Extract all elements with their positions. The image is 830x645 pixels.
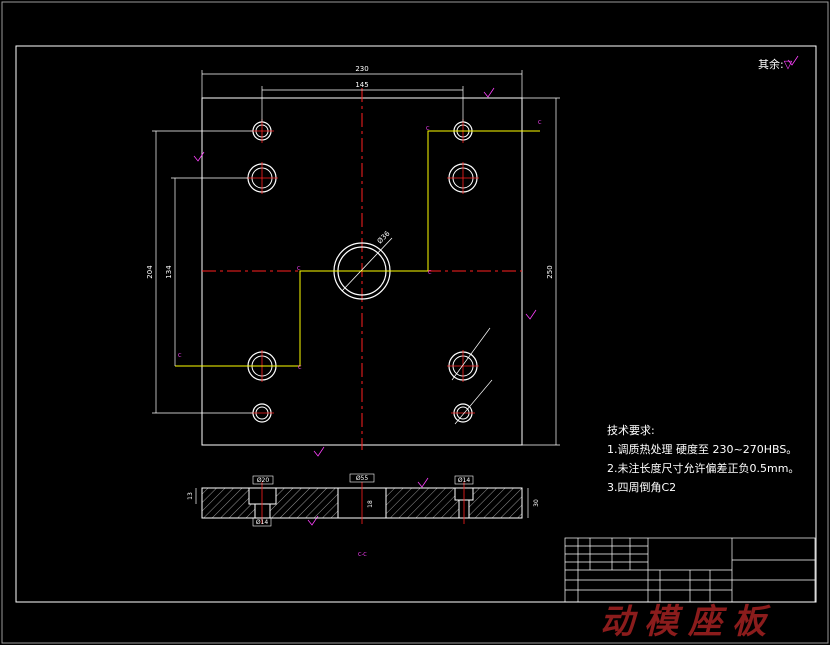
dimension-lines (152, 70, 560, 446)
dim-top-overall: 230 (355, 65, 368, 73)
sec-dim-right: Ø14 (458, 477, 471, 484)
tech-requirement-2: 2.未注长度尺寸允许偏差正负0.5mm。 (607, 462, 800, 475)
bolt-hole-bottom-left (250, 403, 274, 423)
dim-right-overall: 250 (546, 265, 554, 278)
svg-text:C: C (428, 270, 432, 276)
svg-text:C: C (178, 353, 182, 359)
sec-dim-left-bottom: Ø14 (256, 519, 269, 526)
dim-top-holes: 145 (355, 81, 368, 89)
bolt-hole-top-left (250, 119, 274, 143)
counterbore-hole-upper-left (246, 162, 278, 194)
counterbore-hole-lower-right (447, 350, 479, 382)
sheet-frame-border (15, 45, 817, 603)
sec-dim-center: Ø55 (356, 475, 369, 482)
dim-left-inner: 134 (165, 265, 173, 279)
tech-requirement-3: 3.四周倒角C2 (607, 481, 677, 494)
dim-left-outer: 204 (146, 265, 154, 279)
svg-text:C: C (297, 266, 301, 272)
section-view (195, 473, 529, 527)
tech-requirements-title: 技术要求: (607, 424, 655, 437)
svg-text:C-C: C-C (358, 552, 367, 558)
title-block (564, 537, 816, 603)
bolt-hole-bottom-right (451, 403, 475, 423)
svg-text:C: C (426, 126, 430, 132)
roughness-symbols (193, 55, 799, 526)
svg-text:C: C (298, 365, 302, 371)
tech-requirement-1: 1.调质热处理 硬度至 230~270HBS。 (607, 443, 798, 456)
roughness-note: 其余:▽ (758, 56, 792, 72)
roughness-label: 其余: (758, 58, 784, 71)
sec-dim-depth: 18 (367, 500, 374, 508)
sec-dim-thick-left: 13 (187, 492, 194, 500)
sec-dim-thick-right: 30 (533, 499, 540, 507)
section-cut-line (175, 130, 540, 367)
watermark-title: 动模座板 (600, 602, 776, 642)
roughness-icon: ▽ (783, 58, 793, 71)
sec-dim-left: Ø20 (257, 477, 270, 484)
counterbore-hole-upper-right (447, 162, 479, 194)
section-markers: C C C C C C C-C (178, 120, 542, 558)
center-dia-label: Ø36 (376, 229, 392, 245)
svg-text:C: C (538, 120, 542, 126)
